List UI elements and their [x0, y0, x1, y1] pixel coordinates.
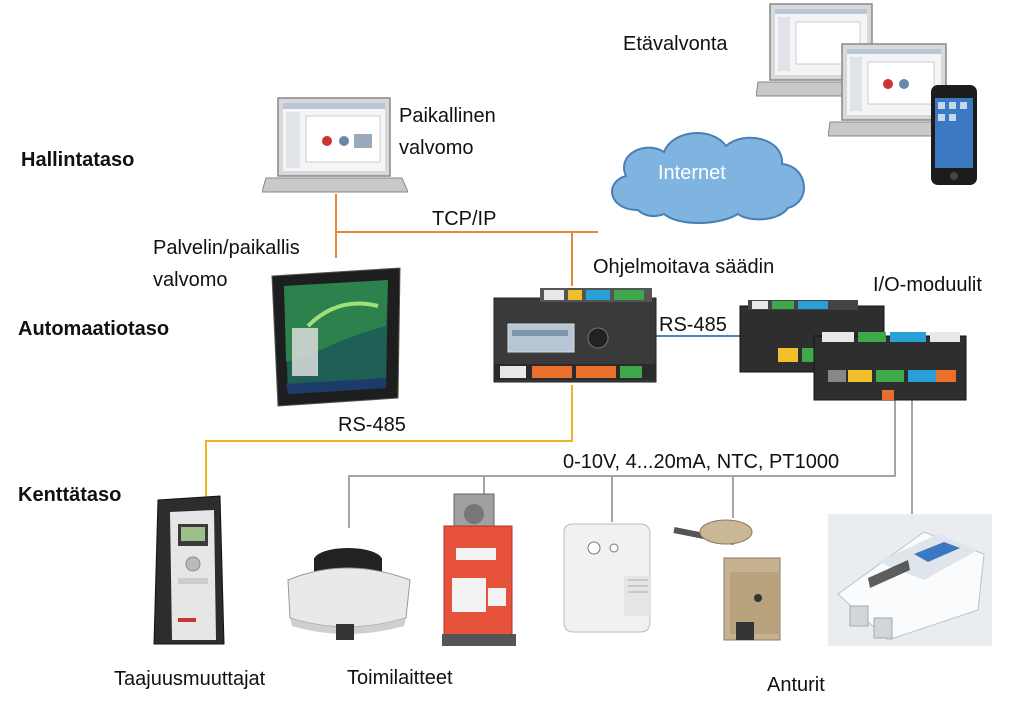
duct-sensor-icon — [673, 519, 781, 641]
controller-icon — [493, 288, 657, 383]
laptop-icon — [828, 43, 956, 137]
tcpip-label: TCP/IP — [432, 208, 497, 230]
sensors-label: Anturit — [767, 674, 825, 696]
io-modules-label: I/O-moduulit — [873, 274, 982, 296]
frequency-converters-label: Taajuusmuuttajat — [114, 668, 266, 690]
internet-label: Internet — [658, 162, 726, 184]
pressure-transmitter-icon — [828, 514, 992, 646]
rs485-field-line — [205, 385, 573, 498]
controller-label: Ohjelmoitava säädin — [593, 256, 775, 278]
actuators-label: Toimilaitteet — [347, 667, 453, 689]
smartphone-icon — [931, 85, 977, 185]
cloud-icon — [611, 132, 805, 224]
level-field: Kenttätaso — [18, 484, 122, 506]
local-control-room-label-line1: Paikallinen — [399, 105, 496, 127]
server-label-line2: valvomo — [153, 269, 228, 291]
frequency-converter-icon — [153, 495, 225, 645]
damper-actuator-icon — [442, 493, 516, 646]
signals-label: 0-10V, 4...20mA, NTC, PT1000 — [563, 451, 840, 473]
signal-lines — [348, 400, 913, 528]
server-label-line1: Palvelin/paikallis — [153, 237, 300, 259]
rs485-field-label: RS-485 — [338, 414, 406, 436]
monitor-icon — [271, 267, 401, 407]
level-automation: Automaatiotaso — [18, 318, 170, 340]
valve-actuator-icon — [287, 548, 411, 640]
remote-monitoring-label: Etävalvonta — [623, 33, 728, 55]
room-sensor-icon — [563, 523, 651, 633]
rs485-io-label: RS-485 — [659, 314, 727, 336]
laptop-icon — [262, 97, 408, 193]
io-module-icon — [813, 332, 967, 401]
tcpip-line — [335, 194, 598, 286]
local-control-room-label-line2: valvomo — [399, 137, 474, 159]
level-management: Hallintataso — [21, 149, 135, 171]
